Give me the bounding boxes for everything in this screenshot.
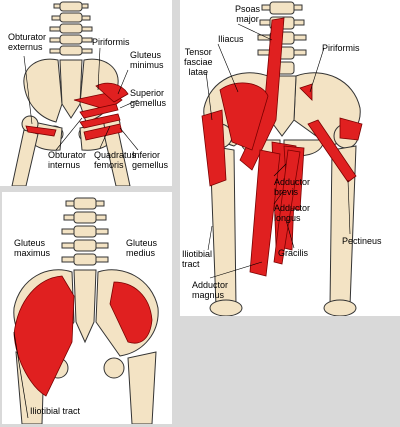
spine-column	[61, 197, 109, 266]
anterior-hip-illustration	[201, 1, 363, 316]
superior-gemellus-label: Superior gemellus	[130, 88, 167, 108]
tensor-fasciae-latae-label: Tensor fasciae latae	[184, 47, 213, 77]
obturator-internus-label: Obturator internus	[48, 150, 87, 170]
anterior-hip-panel: Psoas major Iliacus Tensor fasciae latae…	[180, 0, 400, 316]
iliacus-label: Iliacus	[218, 34, 244, 44]
leader-lines	[23, 47, 139, 151]
piriformis-label-right: Piriformis	[322, 43, 360, 53]
piriformis-label-top: Piriformis	[92, 37, 130, 47]
adductor-longus-label: Adductor longus	[274, 203, 311, 223]
gluteus-minimus-label: Gluteus minimus	[130, 50, 164, 70]
leader-lines	[13, 331, 29, 419]
deep-rotators-illustration	[11, 1, 139, 186]
gluteal-panel: Gluteus maximus Gluteus medius Iliotibia…	[2, 192, 172, 424]
spine-column	[49, 1, 93, 56]
adductor-brevis-label: Adductor brevis	[274, 177, 311, 197]
gluteus-maximus-label: Gluteus maximus	[14, 238, 51, 258]
deep-rotators-panel: Obturator externus Piriformis Gluteus mi…	[0, 0, 172, 186]
gracilis-label: Gracilis	[278, 248, 309, 258]
pectineus-label: Pectineus	[342, 236, 382, 246]
quadratus-femoris-label: Quadratus femoris	[94, 150, 137, 170]
adductor-magnus-label: Adductor magnus	[192, 280, 229, 300]
anterior-hip-muscles	[201, 17, 363, 277]
obturator-externus-label: Obturator externus	[8, 32, 47, 52]
deep-rotator-muscles	[25, 82, 129, 141]
gluteal-muscles	[13, 275, 153, 397]
leader-lines	[205, 23, 351, 279]
iliotibial-tract-label-bottom: Iliotibial tract	[30, 406, 81, 416]
gluteal-illustration	[13, 197, 159, 424]
psoas-major-label: Psoas major	[235, 4, 261, 24]
inferior-gemellus-label: Inferior gemellus	[132, 150, 169, 170]
gluteus-medius-label: Gluteus medius	[126, 238, 158, 258]
iliotibial-tract-label-right: Iliotibial tract	[182, 249, 213, 269]
